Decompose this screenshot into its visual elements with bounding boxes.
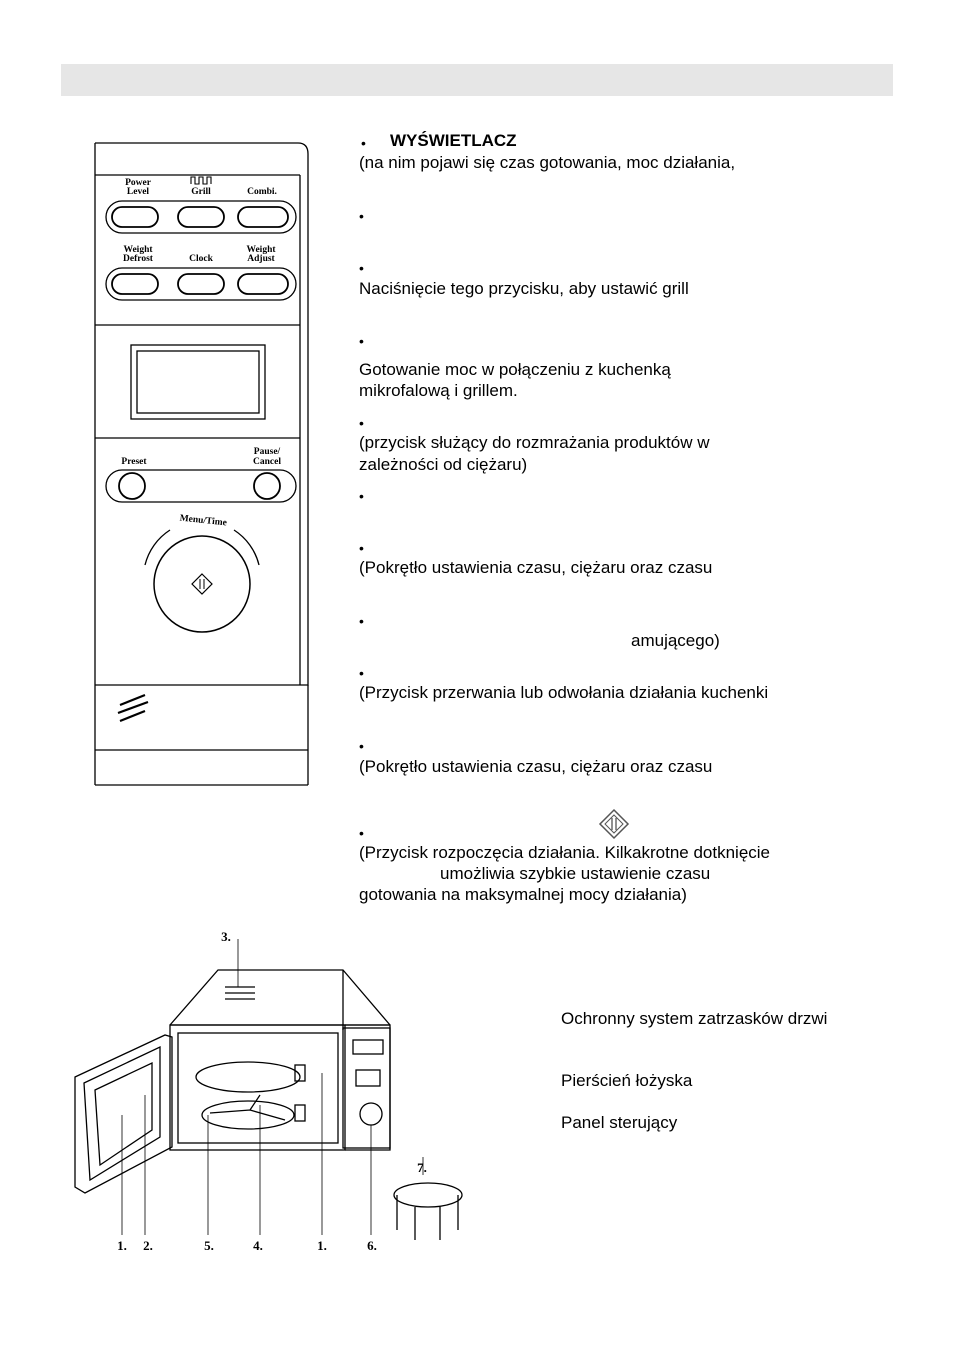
bullet-2: •: [359, 208, 364, 224]
start-icon: [191, 573, 213, 595]
clock-label: Clock: [189, 254, 213, 264]
control-panel-illustration: Power Level Grill Combi. Weight Defrost …: [94, 142, 309, 786]
grill-button[interactable]: [177, 206, 225, 228]
preset-button[interactable]: [118, 472, 146, 500]
weight-adjust-label-l1: Weight: [246, 245, 276, 255]
pause-label-l1: Pause/: [254, 447, 281, 457]
pause-label-l2: Cancel: [253, 457, 281, 467]
menu-time-dial[interactable]: [153, 535, 251, 633]
weight-adjust-button[interactable]: [237, 273, 289, 295]
weight-defrost-label-l2: Defrost: [123, 254, 154, 264]
bullet-7: •: [359, 540, 364, 556]
bullet-1: •: [361, 135, 366, 151]
desc-11-line-1: (Przycisk rozpoczęcia działania. Kilkakr…: [359, 843, 771, 862]
weight-defrost-button[interactable]: [111, 273, 159, 295]
microwave-illustration: 1. 2. 5. 4. 1. 6. 3. 7.: [74, 929, 463, 1253]
desc-1-line-2: (na nim pojawi się czas gotowania, moc d…: [359, 153, 736, 172]
power-level-label-l1: Power: [125, 178, 152, 188]
desc-7-line-1: (Pokrętło ustawienia czasu, ciężaru oraz…: [359, 558, 713, 577]
desc-4-line-1: Gotowanie moc w połączeniu z kuchenką: [359, 360, 671, 379]
callout-7: 7.: [417, 1160, 427, 1175]
callout-2: 2.: [143, 1238, 153, 1253]
part-door-latch: Ochronny system zatrzasków drzwi: [561, 1009, 828, 1028]
desc-4-line-2: mikrofalową i grillem.: [359, 381, 518, 400]
weight-adjust-label-l2: Adjust: [247, 254, 275, 264]
callout-6: 6.: [367, 1238, 377, 1253]
bullet-6: •: [359, 488, 364, 504]
part-control-panel: Panel sterujący: [561, 1113, 678, 1132]
callout-5: 5.: [204, 1238, 214, 1253]
combi-button[interactable]: [237, 206, 289, 228]
display-heading: WYŚWIETLACZ: [390, 131, 517, 150]
bullet-3: •: [359, 260, 364, 276]
preset-label: Preset: [121, 457, 147, 467]
bullet-11: •: [359, 825, 364, 841]
start-icon: [598, 808, 630, 840]
desc-11-line-2: umożliwia szybkie ustawienie czasu: [440, 864, 711, 883]
part-bearing-ring: Pierścień łożyska: [561, 1071, 693, 1090]
combi-label: Combi.: [247, 187, 277, 197]
power-level-label-l2: Level: [127, 187, 150, 197]
desc-3-line-1: Naciśnięcie tego przycisku, aby ustawić …: [359, 279, 689, 298]
bullet-9: •: [359, 665, 364, 681]
desc-10-line-1: (Pokrętło ustawienia czasu, ciężaru oraz…: [359, 757, 713, 776]
grill-label: Grill: [191, 187, 211, 197]
callout-4: 4.: [253, 1238, 263, 1253]
callout-3: 3.: [221, 929, 231, 944]
desc-11-line-3: gotowania na maksymalnej mocy działania): [359, 885, 687, 904]
dial-label: Menu/Time: [179, 514, 227, 529]
power-level-button[interactable]: [111, 206, 159, 228]
clock-button[interactable]: [177, 273, 225, 295]
callout-1-right: 1.: [317, 1238, 327, 1253]
desc-8-line-1: amującego): [631, 631, 720, 650]
weight-defrost-label-l1: Weight: [123, 245, 153, 255]
header-band: [61, 64, 893, 96]
desc-5-line-2: zależności od ciężaru): [359, 455, 528, 474]
pause-cancel-button[interactable]: [253, 472, 281, 500]
bullet-4: •: [359, 333, 364, 349]
callout-1-left: 1.: [117, 1238, 127, 1253]
bullet-5: •: [359, 415, 364, 431]
desc-5-line-1: (przycisk służący do rozmrażania produkt…: [359, 433, 710, 452]
grill-wave-icon: [190, 176, 212, 185]
bullet-8: •: [359, 613, 364, 629]
desc-9-line-1: (Przycisk przerwania lub odwołania dział…: [359, 683, 769, 702]
bullet-10: •: [359, 738, 364, 754]
